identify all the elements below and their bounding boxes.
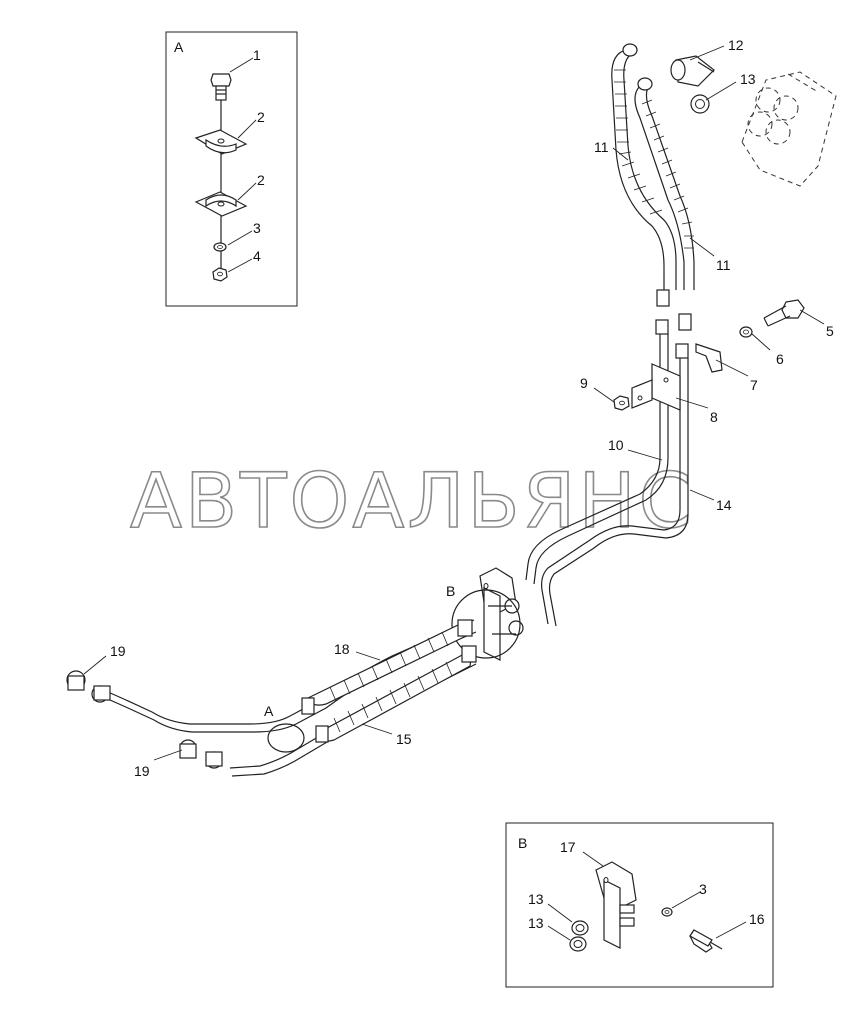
inset-b: B 17 (505, 822, 774, 988)
inset-b-frame (505, 822, 774, 988)
callout-13: 13 (740, 71, 756, 87)
fitting-icon (569, 936, 587, 952)
main-view: A B 12 13 11 11 5 6 7 9 8 10 14 18 19 19… (66, 37, 837, 779)
pipe-bracket-icon (631, 363, 681, 411)
nut-icon (212, 267, 228, 282)
view-a-marker-ellipse (267, 723, 305, 753)
callout-9: 9 (580, 375, 588, 391)
view-b-marker-label: B (446, 583, 455, 599)
nut-icon (613, 395, 630, 411)
hose-nut-icon (678, 313, 692, 331)
callout-2: 2 (257, 172, 265, 188)
callout-4: 4 (253, 248, 261, 264)
elbow-fitting-icon (179, 739, 223, 769)
callout-16: 16 (749, 911, 765, 927)
bolt-icon (763, 299, 805, 327)
callout-13: 13 (528, 915, 544, 931)
callout-5: 5 (826, 323, 834, 339)
callout-6: 6 (776, 351, 784, 367)
pump-outline-icon (741, 71, 837, 187)
bolt-icon (210, 73, 232, 101)
callout-7: 7 (750, 377, 758, 393)
fitting-icon (571, 920, 589, 936)
callout-13: 13 (528, 891, 544, 907)
inset-a-title: A (174, 39, 184, 55)
hose-nut-icon (315, 725, 329, 743)
callout-19: 19 (110, 643, 126, 659)
hose-nut-icon (461, 645, 477, 663)
callout-8: 8 (710, 409, 718, 425)
callout-10: 10 (608, 437, 624, 453)
rigid-pipe-icon (525, 334, 689, 627)
bolt-icon (689, 929, 723, 953)
callout-2: 2 (257, 109, 265, 125)
callout-12: 12 (728, 37, 744, 53)
callout-11: 11 (594, 139, 609, 155)
adapter-fitting-icon (670, 55, 715, 87)
hose-nut-icon (656, 289, 670, 307)
callout-18: 18 (334, 641, 350, 657)
callout-19: 19 (134, 763, 150, 779)
clamp-plate-icon (194, 129, 248, 155)
inset-a: A (165, 31, 298, 307)
hose-nut-icon (457, 619, 473, 637)
pipe-clamp-icon (695, 343, 723, 373)
clamp-plate-icon (194, 191, 248, 217)
callout-15: 15 (396, 731, 412, 747)
pipe-bracket-icon (479, 567, 524, 661)
hose-nut-icon (301, 697, 315, 715)
hose-sleeve-icon (307, 623, 467, 706)
callout-17: 17 (560, 839, 576, 855)
fitting-icon (690, 94, 710, 114)
hose-nut-icon (655, 319, 669, 335)
elbow-fitting-icon (66, 670, 111, 703)
callout-1: 1 (253, 47, 261, 63)
hose-nut-icon (675, 343, 689, 359)
inset-a-frame (165, 31, 298, 307)
callout-3: 3 (253, 220, 261, 236)
inset-b-title: B (518, 835, 527, 851)
callout-3: 3 (699, 881, 707, 897)
view-b-marker-circle (451, 589, 521, 659)
callout-11: 11 (716, 257, 731, 273)
watermark: АВТОАЛЬЯНС (130, 456, 695, 545)
bracket-icon (595, 861, 637, 949)
callout-14: 14 (716, 497, 732, 513)
view-a-marker-label: A (264, 703, 274, 719)
hose-icon (611, 43, 695, 290)
